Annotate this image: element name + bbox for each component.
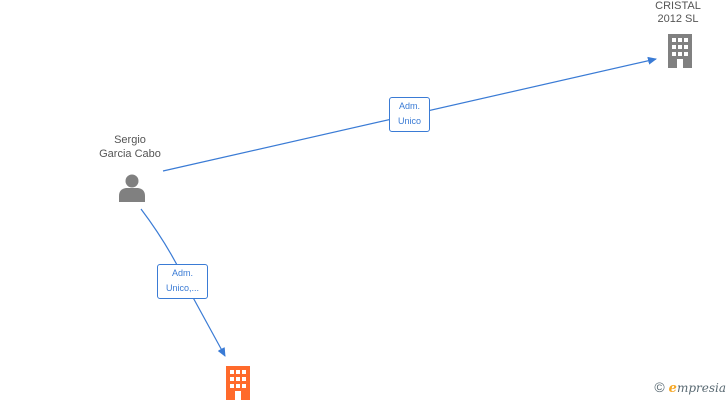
- building-icon[interactable]: [664, 34, 696, 68]
- company-cristal-name-line2: 2012 SL: [657, 13, 699, 25]
- person-icon[interactable]: [117, 172, 147, 202]
- edge-label-adm-unico[interactable]: Adm. Unico: [389, 97, 430, 132]
- empresia-logo: ©empresia: [654, 379, 726, 396]
- person-last-name: Garcia Cabo: [99, 148, 161, 160]
- edge-label-role: Adm.: [398, 101, 420, 111]
- person-name-label[interactable]: Sergio Garcia Cabo: [82, 133, 178, 161]
- edge-label-role-detail: Unico,...: [165, 283, 199, 293]
- edge-label-role-detail: Unico: [397, 116, 421, 126]
- brand-name-rest: mpresia: [676, 381, 726, 395]
- brand-e-letter: e: [668, 381, 677, 396]
- company-cristal-label[interactable]: CRISTAL 2012 SL: [636, 0, 720, 26]
- edge-label-adm-unico-more[interactable]: Adm. Unico,...: [157, 264, 208, 299]
- person-first-name: Sergio: [114, 134, 146, 146]
- building-icon[interactable]: [222, 366, 254, 400]
- company-cristal-name-line1: CRISTAL: [655, 0, 701, 12]
- copyright-symbol: ©: [654, 379, 665, 395]
- edge-label-role: Adm.: [171, 268, 193, 278]
